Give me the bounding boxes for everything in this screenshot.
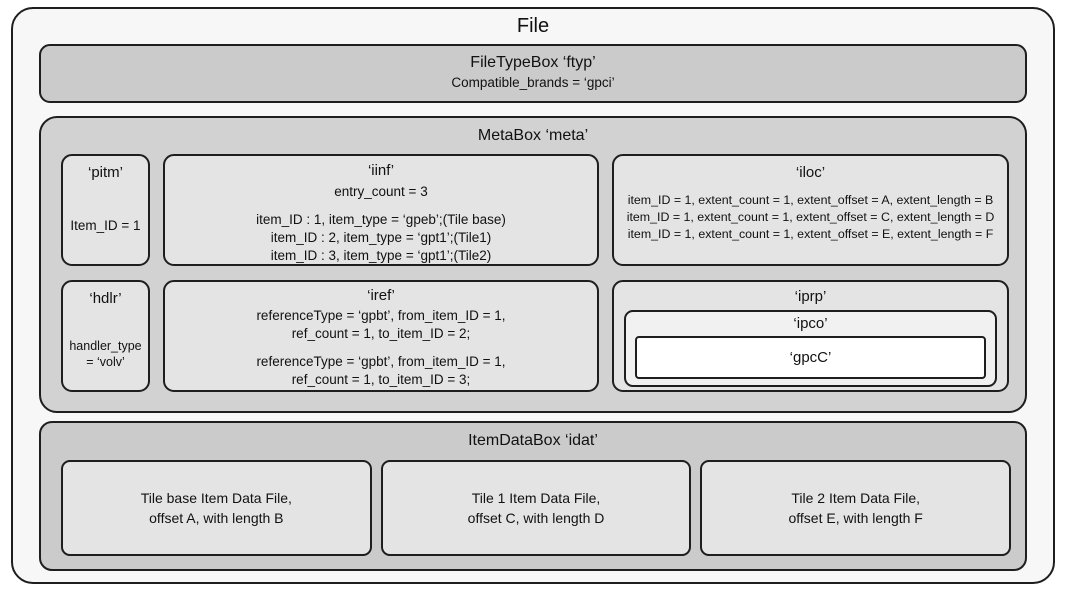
idat-tile-1-line2: offset C, with length D	[467, 510, 605, 526]
iinf-title: ‘iinf’	[367, 162, 395, 179]
metabox-title: MetaBox ‘meta’	[477, 127, 589, 144]
iloc-box: ‘iloc’ item_ID = 1, extent_count = 1, ex…	[612, 154, 1009, 266]
idat-tile-2-line1: Tile 2 Item Data File,	[791, 490, 920, 506]
filetypebox-ftyp: FileTypeBox ‘ftyp’ Compatible_brands = ‘…	[39, 44, 1027, 103]
idat-tile-row: Tile base Item Data File, offset A, with…	[61, 460, 1012, 556]
iref-reference-1-line1: referenceType = ‘gpbt’, from_item_ID = 1…	[256, 308, 506, 323]
iprp-title: ‘iprp’	[794, 288, 827, 305]
idat-tile-2-line2: offset E, with length F	[788, 510, 923, 526]
metabox-meta: MetaBox ‘meta’ ‘pitm’ Item_ID = 1 ‘iinf’…	[39, 116, 1027, 413]
idat-tile-1: Tile 1 Item Data File, offset C, with le…	[380, 460, 692, 556]
iref-title: ‘iref’	[367, 287, 395, 304]
pitm-title: ‘pitm’	[87, 164, 123, 181]
iinf-item-line: item_ID : 2, item_type = ‘gpt1’;(Tile1)	[270, 230, 492, 245]
hdlr-title: ‘hdlr’	[89, 290, 122, 307]
iinf-item-line: item_ID : 1, item_type = ‘gpeb’;(Tile ba…	[256, 212, 506, 227]
iinf-item-list: item_ID : 1, item_type = ‘gpeb’;(Tile ba…	[165, 211, 597, 264]
iloc-title: ‘iloc’	[795, 164, 826, 181]
iref-reference-1: referenceType = ‘gpbt’, from_item_ID = 1…	[165, 307, 597, 343]
iref-reference-2-line2: ref_count = 1, to_item_ID = 3;	[291, 372, 471, 387]
file-box: File FileTypeBox ‘ftyp’ Compatible_brand…	[11, 7, 1055, 584]
iref-reference-2-line1: referenceType = ‘gpbt’, from_item_ID = 1…	[256, 354, 506, 369]
iref-box: ‘iref’ referenceType = ‘gpbt’, from_item…	[163, 280, 599, 392]
itemdatabox-idat: ItemDataBox ‘idat’ Tile base Item Data F…	[39, 421, 1027, 571]
iinf-item-line: item_ID : 3, item_type = ‘gpt1’;(Tile2)	[270, 248, 492, 263]
iprp-box: ‘iprp’ ‘ipco’ ‘gpcC’	[612, 280, 1009, 392]
pitm-box: ‘pitm’ Item_ID = 1	[61, 154, 150, 266]
idat-tile-base: Tile base Item Data File, offset A, with…	[61, 460, 372, 556]
ipco-box: ‘ipco’ ‘gpcC’	[624, 310, 997, 387]
metabox-grid: ‘pitm’ Item_ID = 1 ‘iinf’ entry_count = …	[61, 154, 1009, 392]
hdlr-handler-type-line1: handler_type	[69, 339, 142, 353]
iinf-box: ‘iinf’ entry_count = 3 item_ID : 1, item…	[163, 154, 599, 266]
gpcc-title: ‘gpcC’	[789, 349, 832, 366]
idat-tile-base-line1: Tile base Item Data File,	[140, 490, 292, 506]
iref-reference-2: referenceType = ‘gpbt’, from_item_ID = 1…	[165, 353, 597, 389]
idat-title: ItemDataBox ‘idat’	[468, 432, 598, 449]
iloc-row: item_ID = 1, extent_count = 1, extent_of…	[627, 227, 994, 241]
idat-tile-2: Tile 2 Item Data File, offset E, with le…	[700, 460, 1012, 556]
file-title: File	[516, 15, 550, 37]
idat-tile-1-line1: Tile 1 Item Data File,	[471, 490, 601, 506]
iloc-row-list: item_ID = 1, extent_count = 1, extent_of…	[614, 192, 1007, 243]
iloc-row: item_ID = 1, extent_count = 1, extent_of…	[627, 193, 994, 207]
iinf-entry-count: entry_count = 3	[334, 184, 428, 199]
hdlr-handler-type: handler_type = ‘volv’	[63, 338, 148, 370]
idat-tile-base-line2: offset A, with length B	[149, 510, 284, 526]
pitm-item-id: Item_ID = 1	[70, 218, 141, 233]
hdlr-box: ‘hdlr’ handler_type = ‘volv’	[61, 280, 150, 392]
iloc-row: item_ID = 1, extent_count = 1, extent_of…	[626, 210, 995, 224]
hdlr-handler-type-line2: = ‘volv’	[86, 355, 125, 369]
gpcc-box: ‘gpcC’	[635, 336, 986, 379]
ftyp-compatible-brands: Compatible_brands = ‘gpci’	[451, 75, 615, 90]
iref-reference-1-line2: ref_count = 1, to_item_ID = 2;	[291, 326, 471, 341]
ftyp-title: FileTypeBox ‘ftyp’	[470, 54, 596, 71]
ipco-title: ‘ipco’	[793, 315, 828, 332]
